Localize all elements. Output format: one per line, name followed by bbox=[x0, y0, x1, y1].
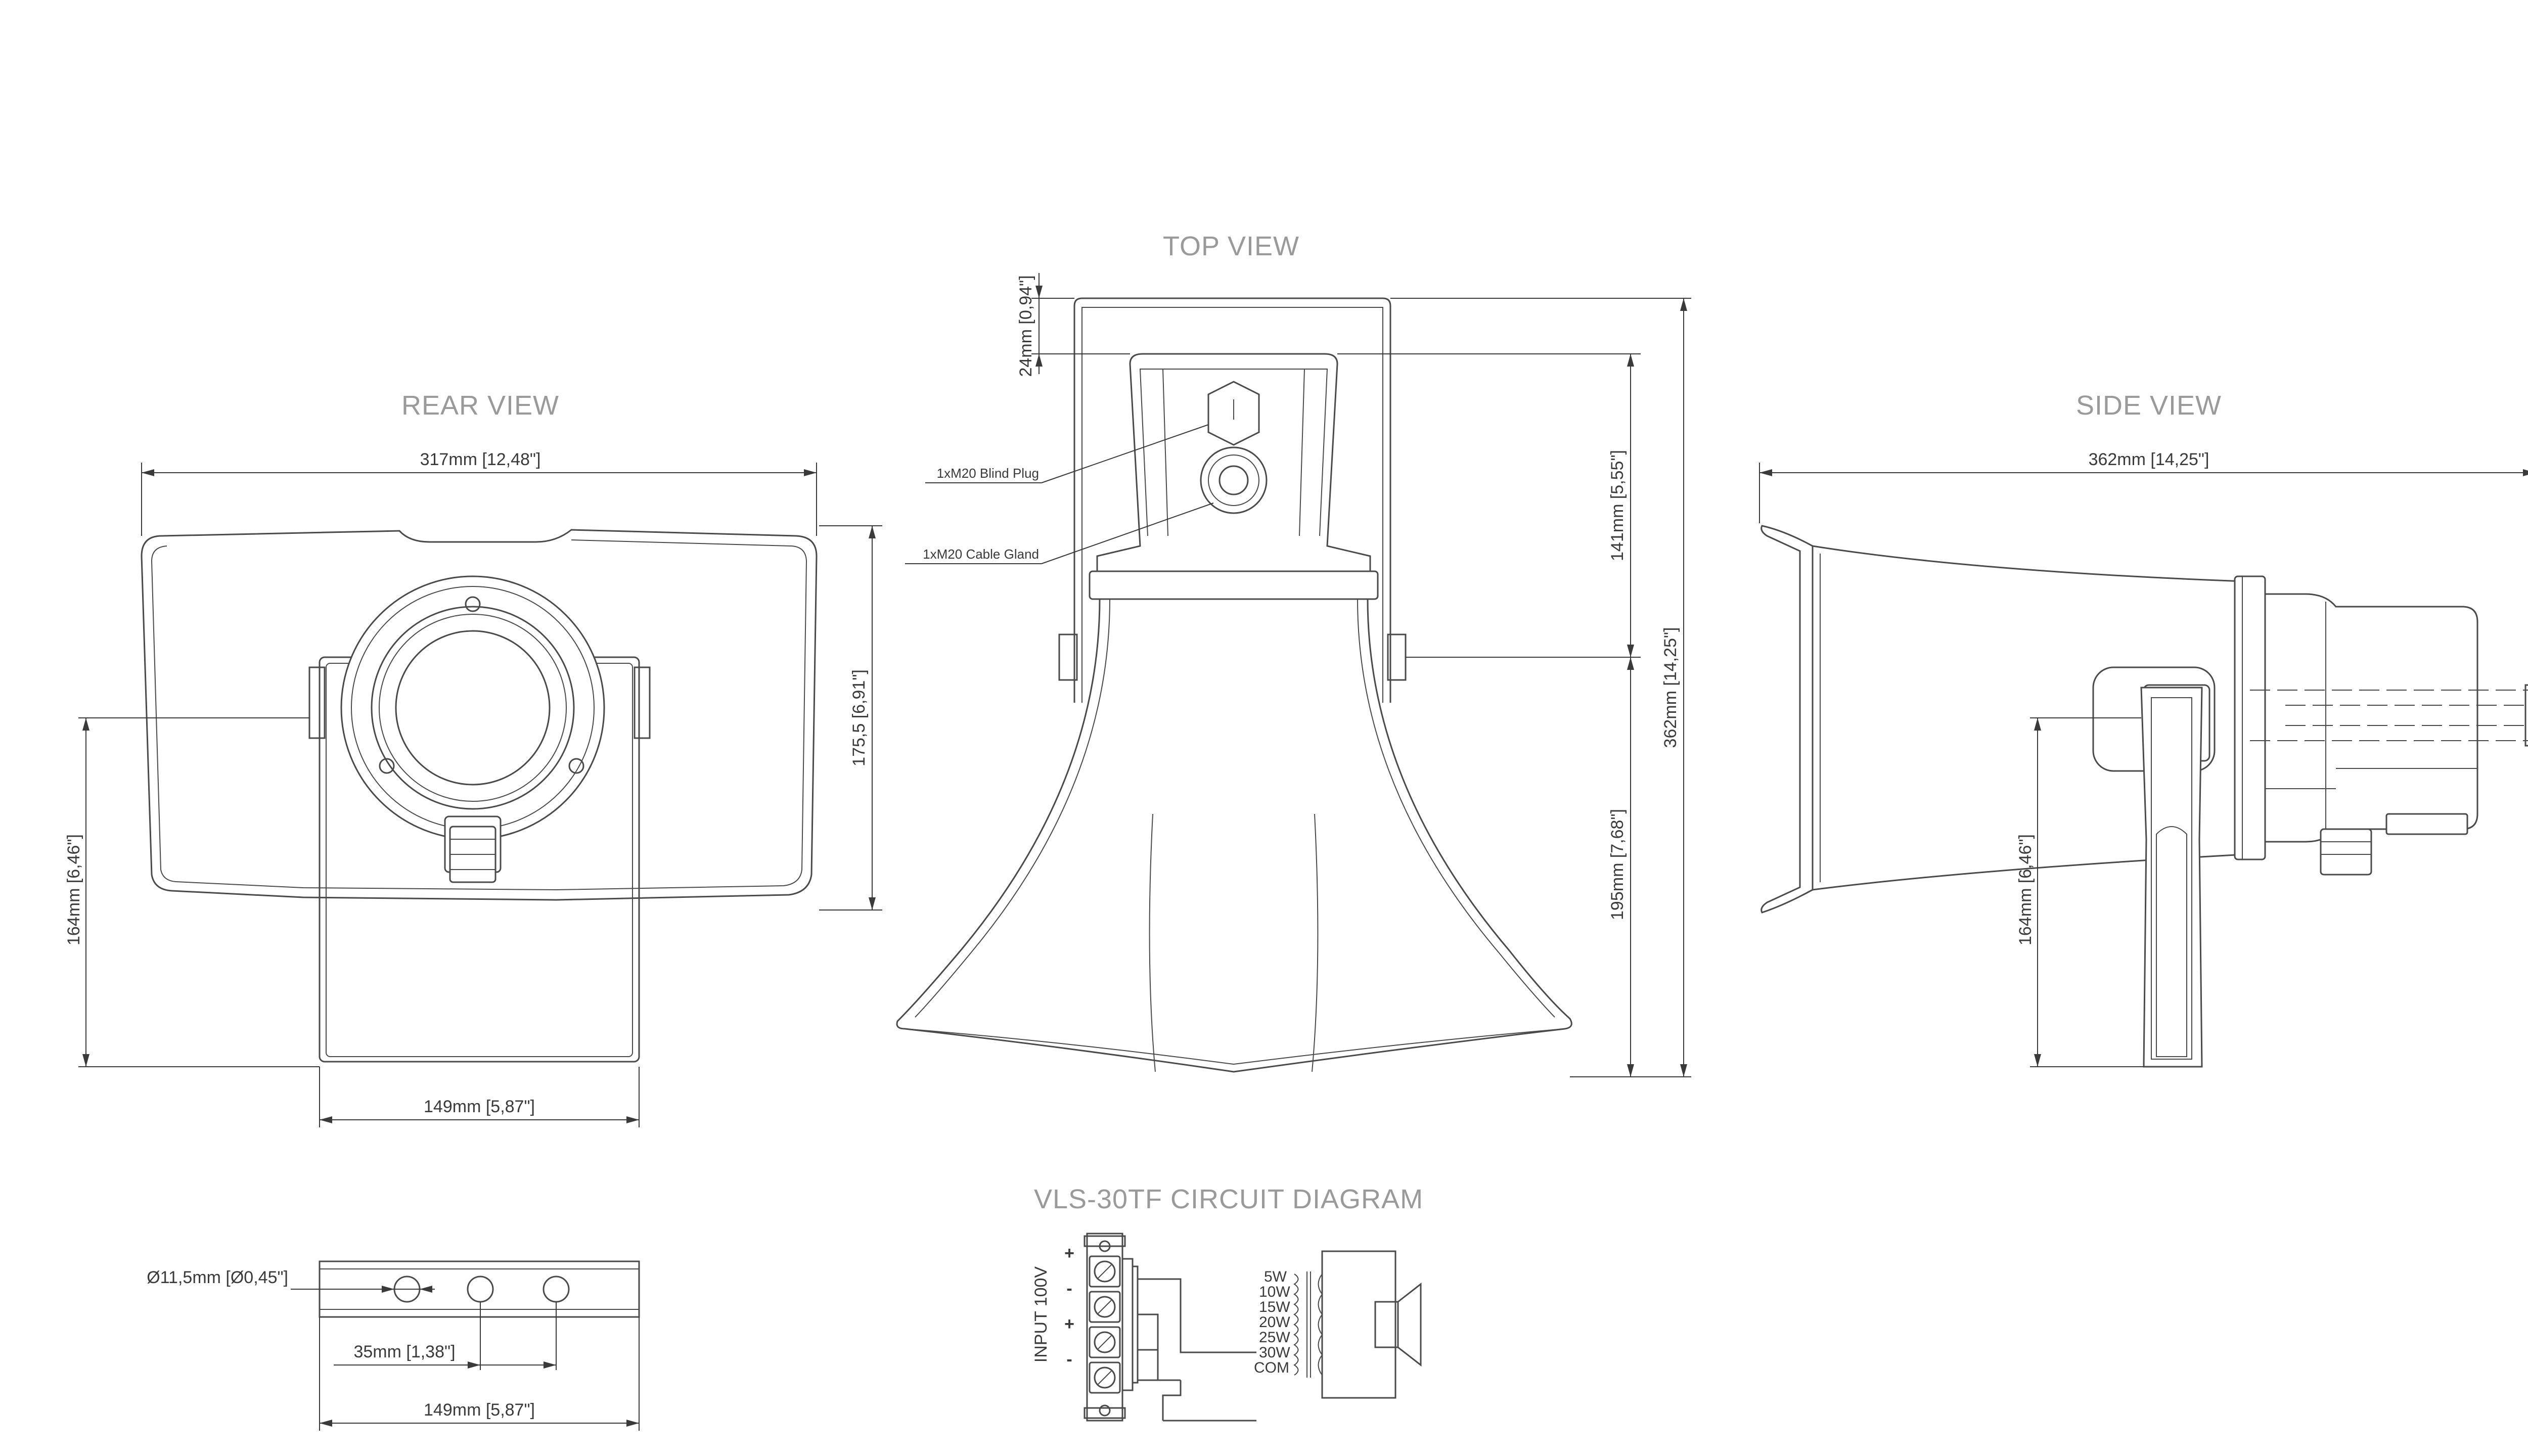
top-upper-label: 141mm [5,55"] bbox=[1608, 450, 1627, 561]
bracket-detail: Ø11,5mm [Ø0,45"] 35mm [1,38"] 149mm [5,8… bbox=[147, 1260, 640, 1431]
rear-height-dimension: 175,5 [6,91"] bbox=[819, 525, 882, 911]
bracket-hole-3 bbox=[543, 1276, 570, 1303]
rear-height-label: 175,5 [6,91"] bbox=[849, 669, 869, 766]
rear-view-title: REAR VIEW bbox=[401, 390, 559, 421]
rear-mount-height-dimension: 164mm [6,46"] bbox=[64, 717, 320, 1067]
bracket-hole-2 bbox=[467, 1276, 494, 1303]
bracket-spacing-label: 35mm [1,38"] bbox=[353, 1342, 455, 1361]
top-view-title: TOP VIEW bbox=[1163, 231, 1299, 261]
circuit-input-label: INPUT 100V bbox=[1031, 1266, 1051, 1363]
side-mount-height-label: 164mm [6,46"] bbox=[2016, 834, 2035, 945]
tap-com: COM bbox=[1254, 1359, 1289, 1376]
side-length-dimension: 362mm [14,25"] bbox=[1759, 450, 2528, 523]
polarity-2: - bbox=[1066, 1279, 1072, 1298]
bracket-hole-dimension: Ø11,5mm [Ø0,45"] bbox=[147, 1268, 435, 1293]
polarity-3: + bbox=[1064, 1314, 1074, 1334]
bracket-hole-label: Ø11,5mm [Ø0,45"] bbox=[147, 1268, 288, 1287]
top-total-label: 362mm [14,25"] bbox=[1661, 627, 1680, 748]
side-view: SIDE VIEW 362mm [14,25"] bbox=[1759, 390, 2528, 1068]
bracket-width-label: 149mm [5,87"] bbox=[424, 1400, 535, 1420]
side-view-title: SIDE VIEW bbox=[2076, 390, 2222, 421]
side-horn bbox=[1760, 525, 1814, 914]
tap-20w: 20W bbox=[1259, 1314, 1290, 1331]
rear-speaker-body bbox=[340, 575, 605, 883]
top-offset-dimension: 24mm [0,94"] bbox=[1016, 273, 1130, 377]
polarity-1: + bbox=[1064, 1244, 1074, 1263]
tap-labels: 5W 10W 15W 20W 25W 30W COM bbox=[1254, 1268, 1290, 1376]
rear-view: REAR VIEW 317mm [12,48"] bbox=[64, 390, 882, 1127]
tap-15w: 15W bbox=[1259, 1299, 1290, 1315]
tap-5w: 5W bbox=[1264, 1268, 1287, 1285]
rear-mount-height-label: 164mm [6,46"] bbox=[64, 834, 83, 945]
top-bracket bbox=[1073, 297, 1391, 703]
top-lower-label: 195mm [7,68"] bbox=[1608, 809, 1627, 920]
circuit-title: VLS-30TF CIRCUIT DIAGRAM bbox=[1034, 1184, 1423, 1214]
side-bracket bbox=[2092, 666, 2216, 1068]
circuit-speaker bbox=[1321, 1250, 1422, 1399]
bracket-width-dimension: 149mm [5,87"] bbox=[319, 1317, 640, 1431]
rear-bracket-width-dimension: 149mm [5,87"] bbox=[319, 1067, 640, 1127]
tap-10w: 10W bbox=[1259, 1284, 1290, 1300]
top-cable-gland-callout: 1xM20 Cable Gland bbox=[905, 503, 1214, 564]
side-cable-gland-hidden bbox=[2250, 684, 2528, 747]
rear-width-dimension: 317mm [12,48"] bbox=[141, 450, 817, 536]
side-mount-height-dimension: 164mm [6,46"] bbox=[2016, 717, 2144, 1067]
terminal-block bbox=[1084, 1233, 1139, 1422]
rear-bracket-width-label: 149mm [5,87"] bbox=[424, 1097, 535, 1116]
side-driver-body bbox=[2264, 593, 2478, 843]
side-flange bbox=[2234, 575, 2266, 860]
top-cable-gland bbox=[1200, 446, 1268, 514]
side-length-label: 362mm [14,25"] bbox=[2089, 450, 2209, 469]
rear-width-label: 317mm [12,48"] bbox=[420, 450, 541, 469]
blind-plug-label: 1xM20 Blind Plug bbox=[937, 466, 1039, 481]
circuit-wiring bbox=[1137, 1274, 1256, 1422]
top-offset-label: 24mm [0,94"] bbox=[1016, 275, 1035, 377]
rear-housing bbox=[141, 529, 818, 901]
tap-30w: 30W bbox=[1259, 1344, 1290, 1361]
bracket-spacing-dimension: 35mm [1,38"] bbox=[334, 1302, 557, 1370]
top-right-dimensions: 141mm [5,55"] 195mm [7,68"] 362mm [14,25… bbox=[1337, 298, 1691, 1077]
top-blind-plug-callout: 1xM20 Blind Plug bbox=[925, 424, 1209, 483]
tap-25w: 25W bbox=[1259, 1329, 1290, 1346]
top-view: TOP VIEW 1xM20 Blind Plug bbox=[896, 231, 1691, 1077]
circuit-diagram: VLS-30TF CIRCUIT DIAGRAM INPUT 100V + - … bbox=[1031, 1184, 1423, 1422]
top-horn bbox=[896, 599, 1572, 1073]
polarity-4: - bbox=[1066, 1350, 1072, 1369]
transformer bbox=[1293, 1271, 1323, 1378]
cable-gland-label: 1xM20 Cable Gland bbox=[923, 547, 1039, 562]
